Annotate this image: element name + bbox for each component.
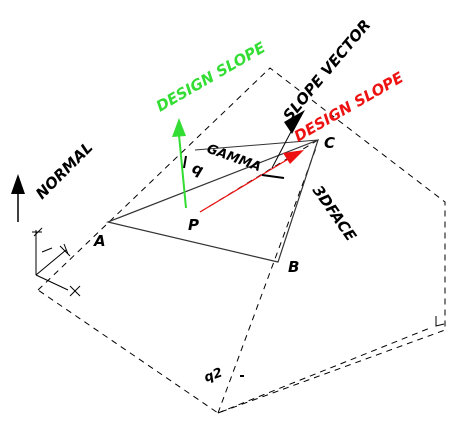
dashed-plane-outline — [37, 67, 446, 414]
point-p-label: P — [188, 216, 199, 234]
q2-label: q2 — [202, 365, 224, 385]
q-angle-tick — [183, 155, 187, 169]
slope-vector-arrowhead — [284, 110, 305, 134]
point-b-label: B — [288, 258, 299, 276]
gamma-edge-line — [194, 139, 319, 151]
gamma-tick — [261, 174, 285, 179]
point-a-label: A — [93, 232, 106, 250]
dashed-projection-2 — [217, 147, 317, 414]
normal-label: NORMAL — [32, 139, 96, 203]
q-label: q — [190, 159, 206, 180]
right-angle-mark — [435, 316, 445, 327]
triangle-face-abc — [105, 138, 319, 263]
face-label: 3DFACE — [309, 182, 361, 245]
green-arrowhead — [172, 118, 186, 137]
slope-vector-line — [271, 125, 295, 169]
red-arrowhead — [283, 150, 304, 164]
normal-arrowhead — [11, 174, 25, 194]
design-slope-green-label: DESIGN SLOPE — [153, 38, 269, 115]
ucs-icon — [32, 227, 81, 297]
red-design-slope-line — [199, 157, 291, 213]
point-c-label: C — [324, 134, 335, 152]
dashed-projection-1 — [217, 327, 431, 414]
green-design-slope-line — [178, 134, 187, 209]
